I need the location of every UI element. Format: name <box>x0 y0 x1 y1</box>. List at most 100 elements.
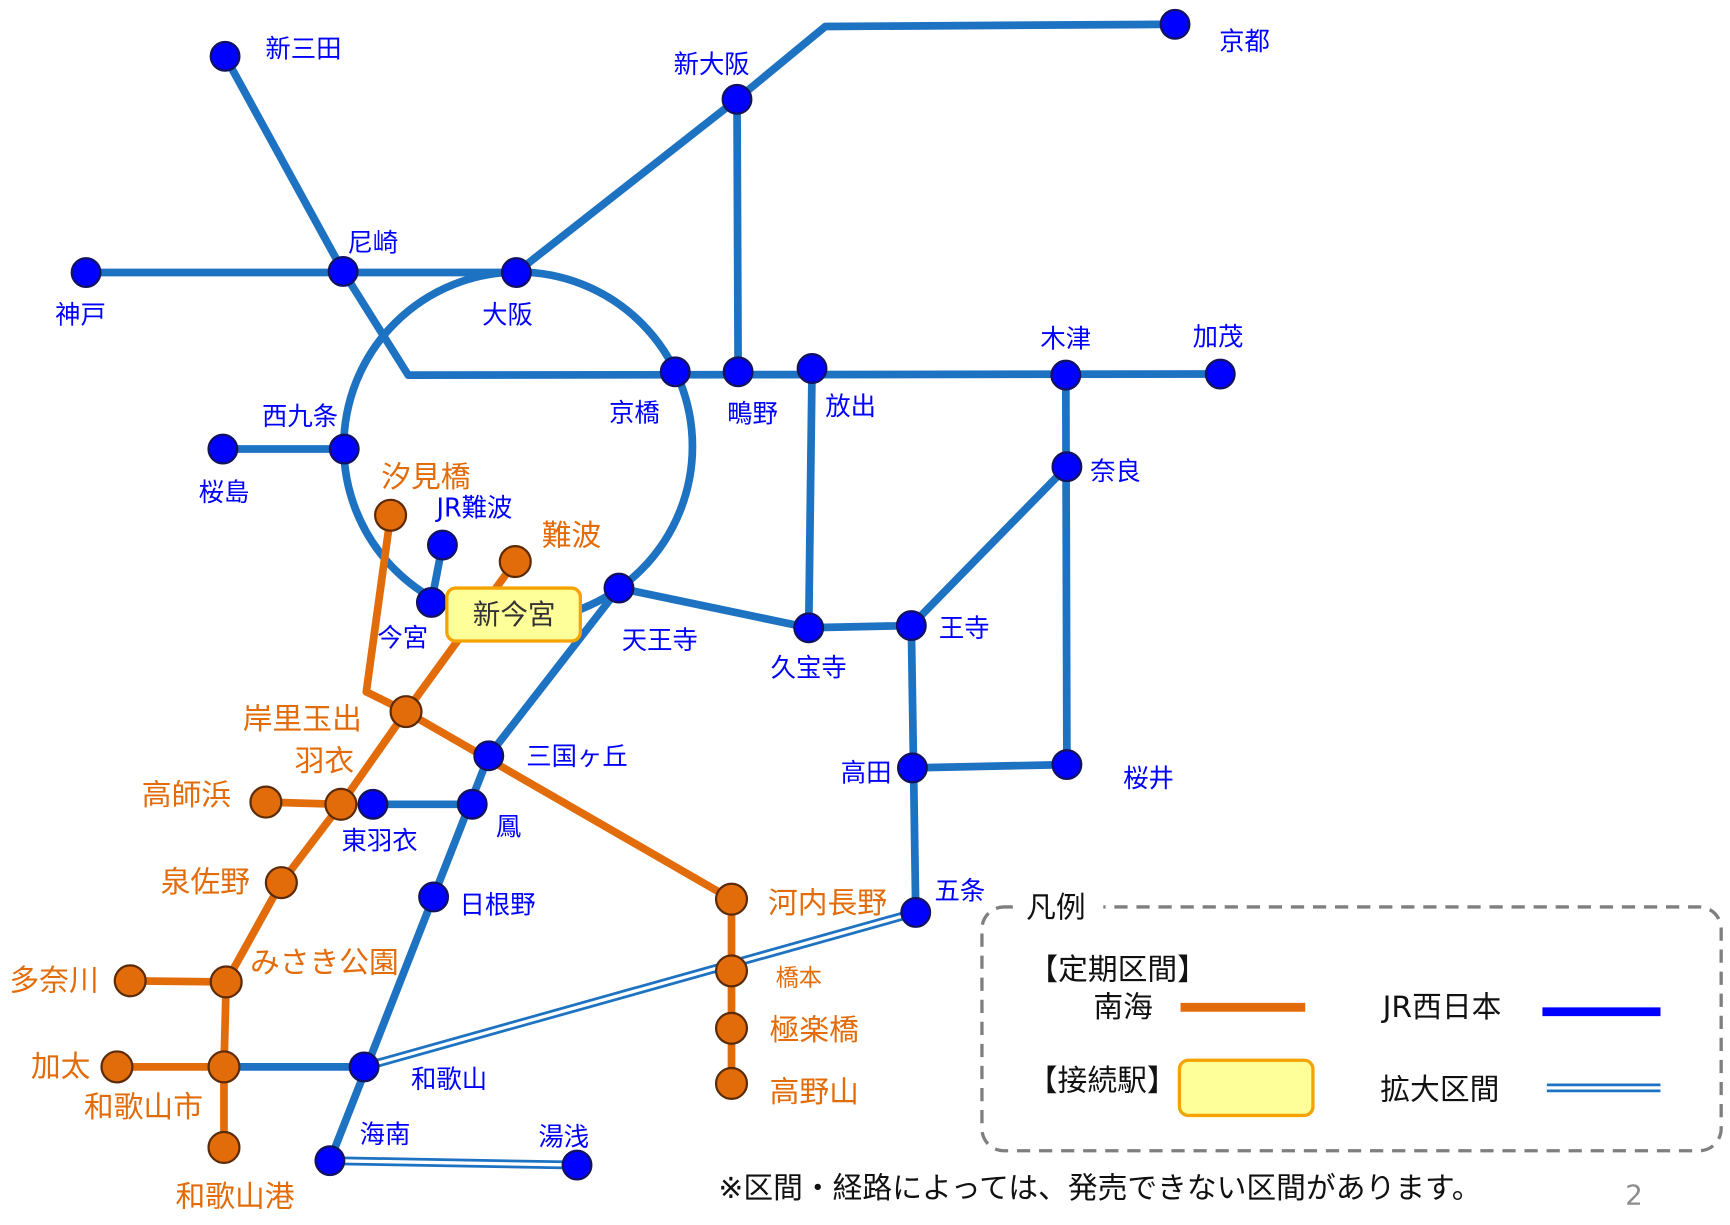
legend-connection-swatch <box>1177 1058 1315 1118</box>
station-label-imamiya: 今宮 <box>377 623 428 653</box>
station-dot-kizu <box>1050 359 1082 391</box>
station-label-takashinohama: 高師浜 <box>142 778 231 813</box>
extended-line-kainan-yuasa-inner <box>329 1159 578 1167</box>
jr-line-tennoji-oji <box>615 584 916 632</box>
jr-line-shin-osaka-shigino <box>733 95 742 376</box>
station-dot-izumisano <box>264 866 298 900</box>
station-label-osaka: 大阪 <box>482 299 533 329</box>
station-dot-kawachinagano <box>714 882 749 916</box>
legend-nankai-label: 南海 <box>1093 990 1153 1025</box>
station-label-shiomibashi: 汐見橋 <box>381 460 470 495</box>
station-label-higashi-hagoromo: 東羽衣 <box>341 826 417 856</box>
jr-line-takada-sakurai <box>908 760 1071 772</box>
jr-line-nara-oji <box>907 462 1071 630</box>
station-label-hineno: 日根野 <box>460 890 536 920</box>
station-dot-gokurakubashi <box>714 1011 749 1045</box>
station-dot-shin-osaka <box>721 83 753 115</box>
station-dot-namba <box>498 545 532 579</box>
station-label-shigino: 鴫野 <box>727 399 778 429</box>
station-dot-nishikujo <box>328 433 360 465</box>
nankai-station-labels: 汐見橋 難波 岸里玉出 羽衣 高師浜 泉佐野 河内長野 みさき公園 多奈川 橋本… <box>9 460 887 1214</box>
legend-jr-west-label: JR西日本 <box>1381 990 1502 1025</box>
connection-station-label: 新今宮 <box>473 598 556 631</box>
station-label-kada: 加太 <box>31 1049 91 1084</box>
station-label-gokurakubashi: 極楽橋 <box>770 1013 859 1048</box>
station-dot-osaka <box>500 257 532 288</box>
station-label-gojo: 五条 <box>935 875 986 905</box>
station-dot-shin-sanda <box>209 40 241 72</box>
extended-line-gojo-wakayama-inner <box>363 910 917 1069</box>
station-label-sakurajima: 桜島 <box>199 477 250 507</box>
jr-line-osaka-kyoto <box>512 20 1179 277</box>
station-label-kawachinagano: 河内長野 <box>768 886 887 921</box>
station-label-tanagawa: 多奈川 <box>9 963 98 998</box>
station-label-shin-sanda: 新三田 <box>265 34 341 64</box>
station-label-hanaten: 放出 <box>825 391 876 421</box>
station-label-kamo: 加茂 <box>1193 322 1244 352</box>
station-dot-nara <box>1051 451 1083 483</box>
station-dot-sakurai <box>1051 749 1083 781</box>
jr-line-amagasaki-kamo <box>339 267 1225 379</box>
station-dot-jr-namba <box>426 529 458 561</box>
station-dot-hineno <box>418 881 450 913</box>
station-label-jr-namba: JR難波 <box>435 493 513 523</box>
station-dot-hagoromo <box>324 787 358 821</box>
station-label-wakayama-ko: 和歌山港 <box>175 1180 294 1215</box>
jr-line-tennoji-mikunigaoka <box>484 584 623 760</box>
station-dot-yuasa <box>561 1149 593 1181</box>
station-label-amagasaki: 尼崎 <box>348 228 399 258</box>
station-dot-takada <box>896 752 928 784</box>
station-dot-tennoji <box>603 572 635 604</box>
station-label-hashimoto: 橋本 <box>776 966 822 992</box>
jr-line-hanaten-kyuhoji <box>804 364 816 632</box>
station-label-kishinosato-tamade: 岸里玉出 <box>243 702 362 737</box>
station-label-koyasan: 高野山 <box>770 1075 859 1110</box>
station-dot-oji <box>895 610 927 642</box>
station-dot-hashimoto <box>714 954 749 988</box>
footnote: ※区間・経路によっては、発売できない区間があります。 <box>718 1171 1481 1206</box>
station-label-kyobashi: 京橋 <box>609 398 660 428</box>
station-dot-tanagawa <box>113 964 147 998</box>
station-label-kobe: 神戸 <box>55 299 106 329</box>
station-dot-wakayama <box>348 1051 380 1083</box>
legend-frame <box>980 905 1723 1153</box>
legend-extended-label: 拡大区間 <box>1380 1073 1499 1108</box>
jr-line-mikunigaoka-kainan <box>326 751 493 1165</box>
station-dot-hanaten <box>796 353 828 384</box>
station-label-takada: 高田 <box>841 757 892 787</box>
station-label-mikunigaoka: 三国ヶ丘 <box>526 741 627 771</box>
station-dot-kyuhoji <box>793 612 825 644</box>
station-dot-koyasan <box>714 1066 749 1100</box>
connection-station-box <box>445 586 583 643</box>
station-label-sakurai: 桜井 <box>1123 763 1174 793</box>
jr-line-shin-sanda-amagasaki <box>221 52 347 276</box>
station-dot-higashi-hagoromo <box>357 788 389 820</box>
station-dot-gojo <box>900 896 932 928</box>
station-dot-takashinohama <box>249 785 283 819</box>
legend-regular-section-heading: 【定期区間】 <box>1028 952 1207 987</box>
page-number: 2 <box>1625 1178 1643 1211</box>
station-label-yuasa: 湯浅 <box>538 1121 589 1151</box>
station-label-misaki-koen: みさき公園 <box>250 946 399 981</box>
station-dot-kyobashi <box>659 356 691 388</box>
extended-sections <box>329 908 917 1170</box>
connection-station-shin-imamiya: 新今宮 <box>445 586 583 643</box>
station-dot-otori <box>456 788 488 820</box>
station-label-otori: 鳳 <box>496 811 521 841</box>
station-dot-misaki-koen <box>209 965 243 999</box>
station-dot-mikunigaoka <box>473 740 505 772</box>
legend-title-background <box>1012 889 1104 927</box>
station-dot-kamo <box>1204 358 1236 390</box>
legend-connection-label: 【接続駅】 <box>1028 1064 1177 1099</box>
station-label-wakayama: 和歌山 <box>411 1064 487 1094</box>
legend: 凡例 【定期区間】 南海 JR西日本 【接続駅】 拡大区間 <box>980 889 1723 1153</box>
station-dot-kobe <box>70 257 102 288</box>
station-label-tennoji: 天王寺 <box>622 625 698 655</box>
station-dot-amagasaki <box>327 255 359 287</box>
station-dot-kishinosato-tamade <box>389 695 423 729</box>
jr-line-kizu-sakurai <box>1061 371 1071 769</box>
station-label-oji: 王寺 <box>939 613 990 643</box>
station-dot-shiomibashi <box>374 498 408 532</box>
station-label-hagoromo: 羽衣 <box>295 744 355 779</box>
nankai-station-dots <box>100 498 749 1164</box>
